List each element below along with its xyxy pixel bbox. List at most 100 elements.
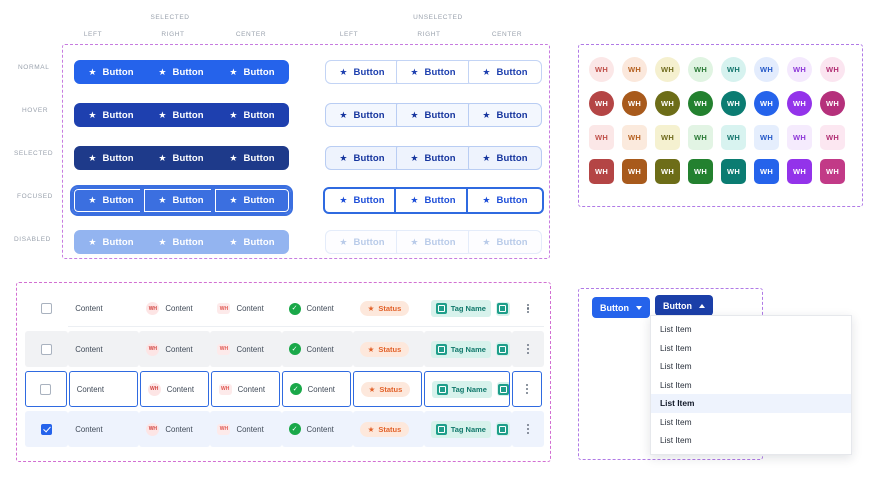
avatar-chip-square-solid-2[interactable]: WH — [655, 159, 680, 184]
tag-icon-button[interactable] — [495, 342, 510, 356]
more-vertical-icon[interactable] — [527, 424, 530, 434]
avatar-chip-square-light-6[interactable]: WH — [787, 125, 812, 150]
avatar-chip-circle-solid-5[interactable]: WH — [754, 91, 779, 116]
button-unselected-left-focused[interactable]: ★ Button — [323, 187, 401, 214]
button-label: Button — [243, 66, 275, 78]
tag-icon-button[interactable] — [495, 301, 510, 316]
tag-badge[interactable]: Tag Name — [430, 420, 491, 438]
button-selected-right-selected[interactable]: ★ Button — [144, 146, 218, 170]
avatar-chip-square-light-2[interactable]: WH — [655, 125, 680, 150]
button-selected-left-selected[interactable]: ★ Button — [74, 146, 148, 170]
table-cell-menu[interactable] — [512, 411, 544, 447]
button-unselected-center-selected[interactable]: ★ Button — [468, 146, 542, 170]
avatar-chip-circle-solid-6[interactable]: WH — [787, 91, 812, 116]
table-cell-checkbox[interactable] — [25, 371, 67, 407]
avatar-chip-circle-solid-4[interactable]: WH — [721, 91, 746, 116]
dropdown-button-closed[interactable]: Button — [592, 297, 650, 318]
avatar-chip-square-light-7[interactable]: WH — [820, 125, 845, 150]
avatar-chip-circle-light-0[interactable]: WH — [589, 57, 614, 82]
avatar-chip-square-solid-7[interactable]: WH — [820, 159, 845, 184]
dropdown-button-open[interactable]: Button — [655, 295, 713, 316]
button-selected-center-selected[interactable]: ★ Button — [215, 146, 289, 170]
tag-badge[interactable]: Tag Name — [431, 380, 492, 398]
button-label: Button — [172, 66, 204, 78]
button-unselected-center-hover[interactable]: ★ Button — [468, 103, 542, 127]
avatar-chip-circle-light-2[interactable]: WH — [655, 57, 680, 82]
avatar-chip-square-solid-3[interactable]: WH — [688, 159, 713, 184]
button-unselected-right-hover[interactable]: ★ Button — [396, 103, 470, 127]
button-unselected-center-focused[interactable]: ★ Button — [466, 187, 544, 214]
button-selected-center-focused[interactable]: ★ Button — [211, 185, 293, 216]
tag-badge[interactable]: Tag Name — [430, 340, 491, 358]
avatar-chip-circle-light-5[interactable]: WH — [754, 57, 779, 82]
button-unselected-left-hover[interactable]: ★ Button — [325, 103, 399, 127]
dropdown-list-item[interactable]: List Item — [660, 324, 692, 335]
button-selected-left-focused[interactable]: ★ Button — [70, 185, 152, 216]
button-selected-left-normal[interactable]: ★ Button — [74, 60, 148, 84]
button-unselected-left-selected[interactable]: ★ Button — [325, 146, 399, 170]
button-selected-right-normal[interactable]: ★ Button — [144, 60, 218, 84]
table-cell-checkbox[interactable] — [25, 291, 69, 327]
avatar-chip-square-light-1[interactable]: WH — [622, 125, 647, 150]
button-unselected-left-normal[interactable]: ★ Button — [325, 60, 399, 84]
row-checkbox[interactable] — [41, 423, 53, 435]
row-checkbox[interactable] — [41, 303, 53, 314]
dropdown-list-item[interactable]: List Item — [660, 379, 692, 390]
button-selected-right-hover[interactable]: ★ Button — [144, 103, 218, 127]
button-selected-left-hover[interactable]: ★ Button — [74, 103, 148, 127]
row-checkbox[interactable] — [40, 383, 52, 395]
avatar-chip-square-light-0[interactable]: WH — [589, 125, 614, 150]
avatar-chip-square-solid-6[interactable]: WH — [787, 159, 812, 184]
button-selected-center-normal[interactable]: ★ Button — [215, 60, 289, 84]
avatar-chip-circle-solid-2[interactable]: WH — [655, 91, 680, 116]
avatar-chip-square-solid-1[interactable]: WH — [622, 159, 647, 184]
avatar-chip-square-solid-0[interactable]: WH — [589, 159, 614, 184]
button-unselected-right-normal[interactable]: ★ Button — [396, 60, 470, 84]
avatar-chip-circle-solid-7[interactable]: WH — [820, 91, 845, 116]
avatar-chip-square-solid-5[interactable]: WH — [754, 159, 779, 184]
row-checkbox[interactable] — [41, 343, 53, 355]
dropdown-list-item[interactable]: List Item — [651, 394, 851, 413]
more-vertical-icon[interactable] — [527, 303, 530, 314]
button-unselected-center-normal[interactable]: ★ Button — [468, 60, 542, 84]
avatar-chip-circle-light-1[interactable]: WH — [622, 57, 647, 82]
dropdown-list-item[interactable]: List Item — [660, 361, 692, 372]
star-icon: ★ — [339, 195, 348, 205]
table-cell-label: Content — [236, 304, 264, 313]
tag-label: Tag Name — [450, 344, 486, 354]
dropdown-list-item[interactable]: List Item — [660, 342, 692, 353]
more-vertical-icon[interactable] — [525, 384, 528, 394]
table-cell-menu[interactable] — [512, 291, 544, 327]
avatar-chip-circle-light-4[interactable]: WH — [721, 57, 746, 82]
check-circle-icon: ✓ — [288, 423, 301, 435]
avatar-chip-circle-light-7[interactable]: WH — [820, 57, 845, 82]
avatar-chip-circle-solid-0[interactable]: WH — [589, 91, 614, 116]
button-selected-right-focused[interactable]: ★ Button — [140, 185, 222, 216]
table-cell-menu[interactable] — [512, 331, 544, 367]
avatar-chip-circle-solid-1[interactable]: WH — [622, 91, 647, 116]
button-unselected-right-focused[interactable]: ★ Button — [394, 187, 472, 214]
avatar-chip-square-light-4[interactable]: WH — [721, 125, 746, 150]
tag-badge[interactable]: Tag Name — [430, 300, 491, 317]
avatar-chip-square-solid-4[interactable]: WH — [721, 159, 746, 184]
more-vertical-icon[interactable] — [527, 344, 530, 354]
avatar-chip-circle-light-3[interactable]: WH — [688, 57, 713, 82]
tag-icon-button[interactable] — [495, 422, 510, 436]
tag-icon-button[interactable] — [496, 382, 509, 396]
avatar-chip-circle-solid-3[interactable]: WH — [688, 91, 713, 116]
table-cell-menu[interactable] — [511, 371, 542, 407]
table-cell-checkbox[interactable] — [25, 411, 69, 447]
avatar-chip-circle-light-6[interactable]: WH — [787, 57, 812, 82]
dropdown-list-item[interactable]: List Item — [660, 435, 692, 446]
avatar-chip-square-light-3[interactable]: WH — [688, 125, 713, 150]
button-selected-center-hover[interactable]: ★ Button — [215, 103, 289, 127]
table-cell-checkbox[interactable] — [25, 331, 69, 367]
avatar-chip-square-light-5[interactable]: WH — [754, 125, 779, 150]
button-unselected-right-selected[interactable]: ★ Button — [396, 146, 470, 170]
dropdown-list-item[interactable]: List Item — [660, 416, 692, 427]
